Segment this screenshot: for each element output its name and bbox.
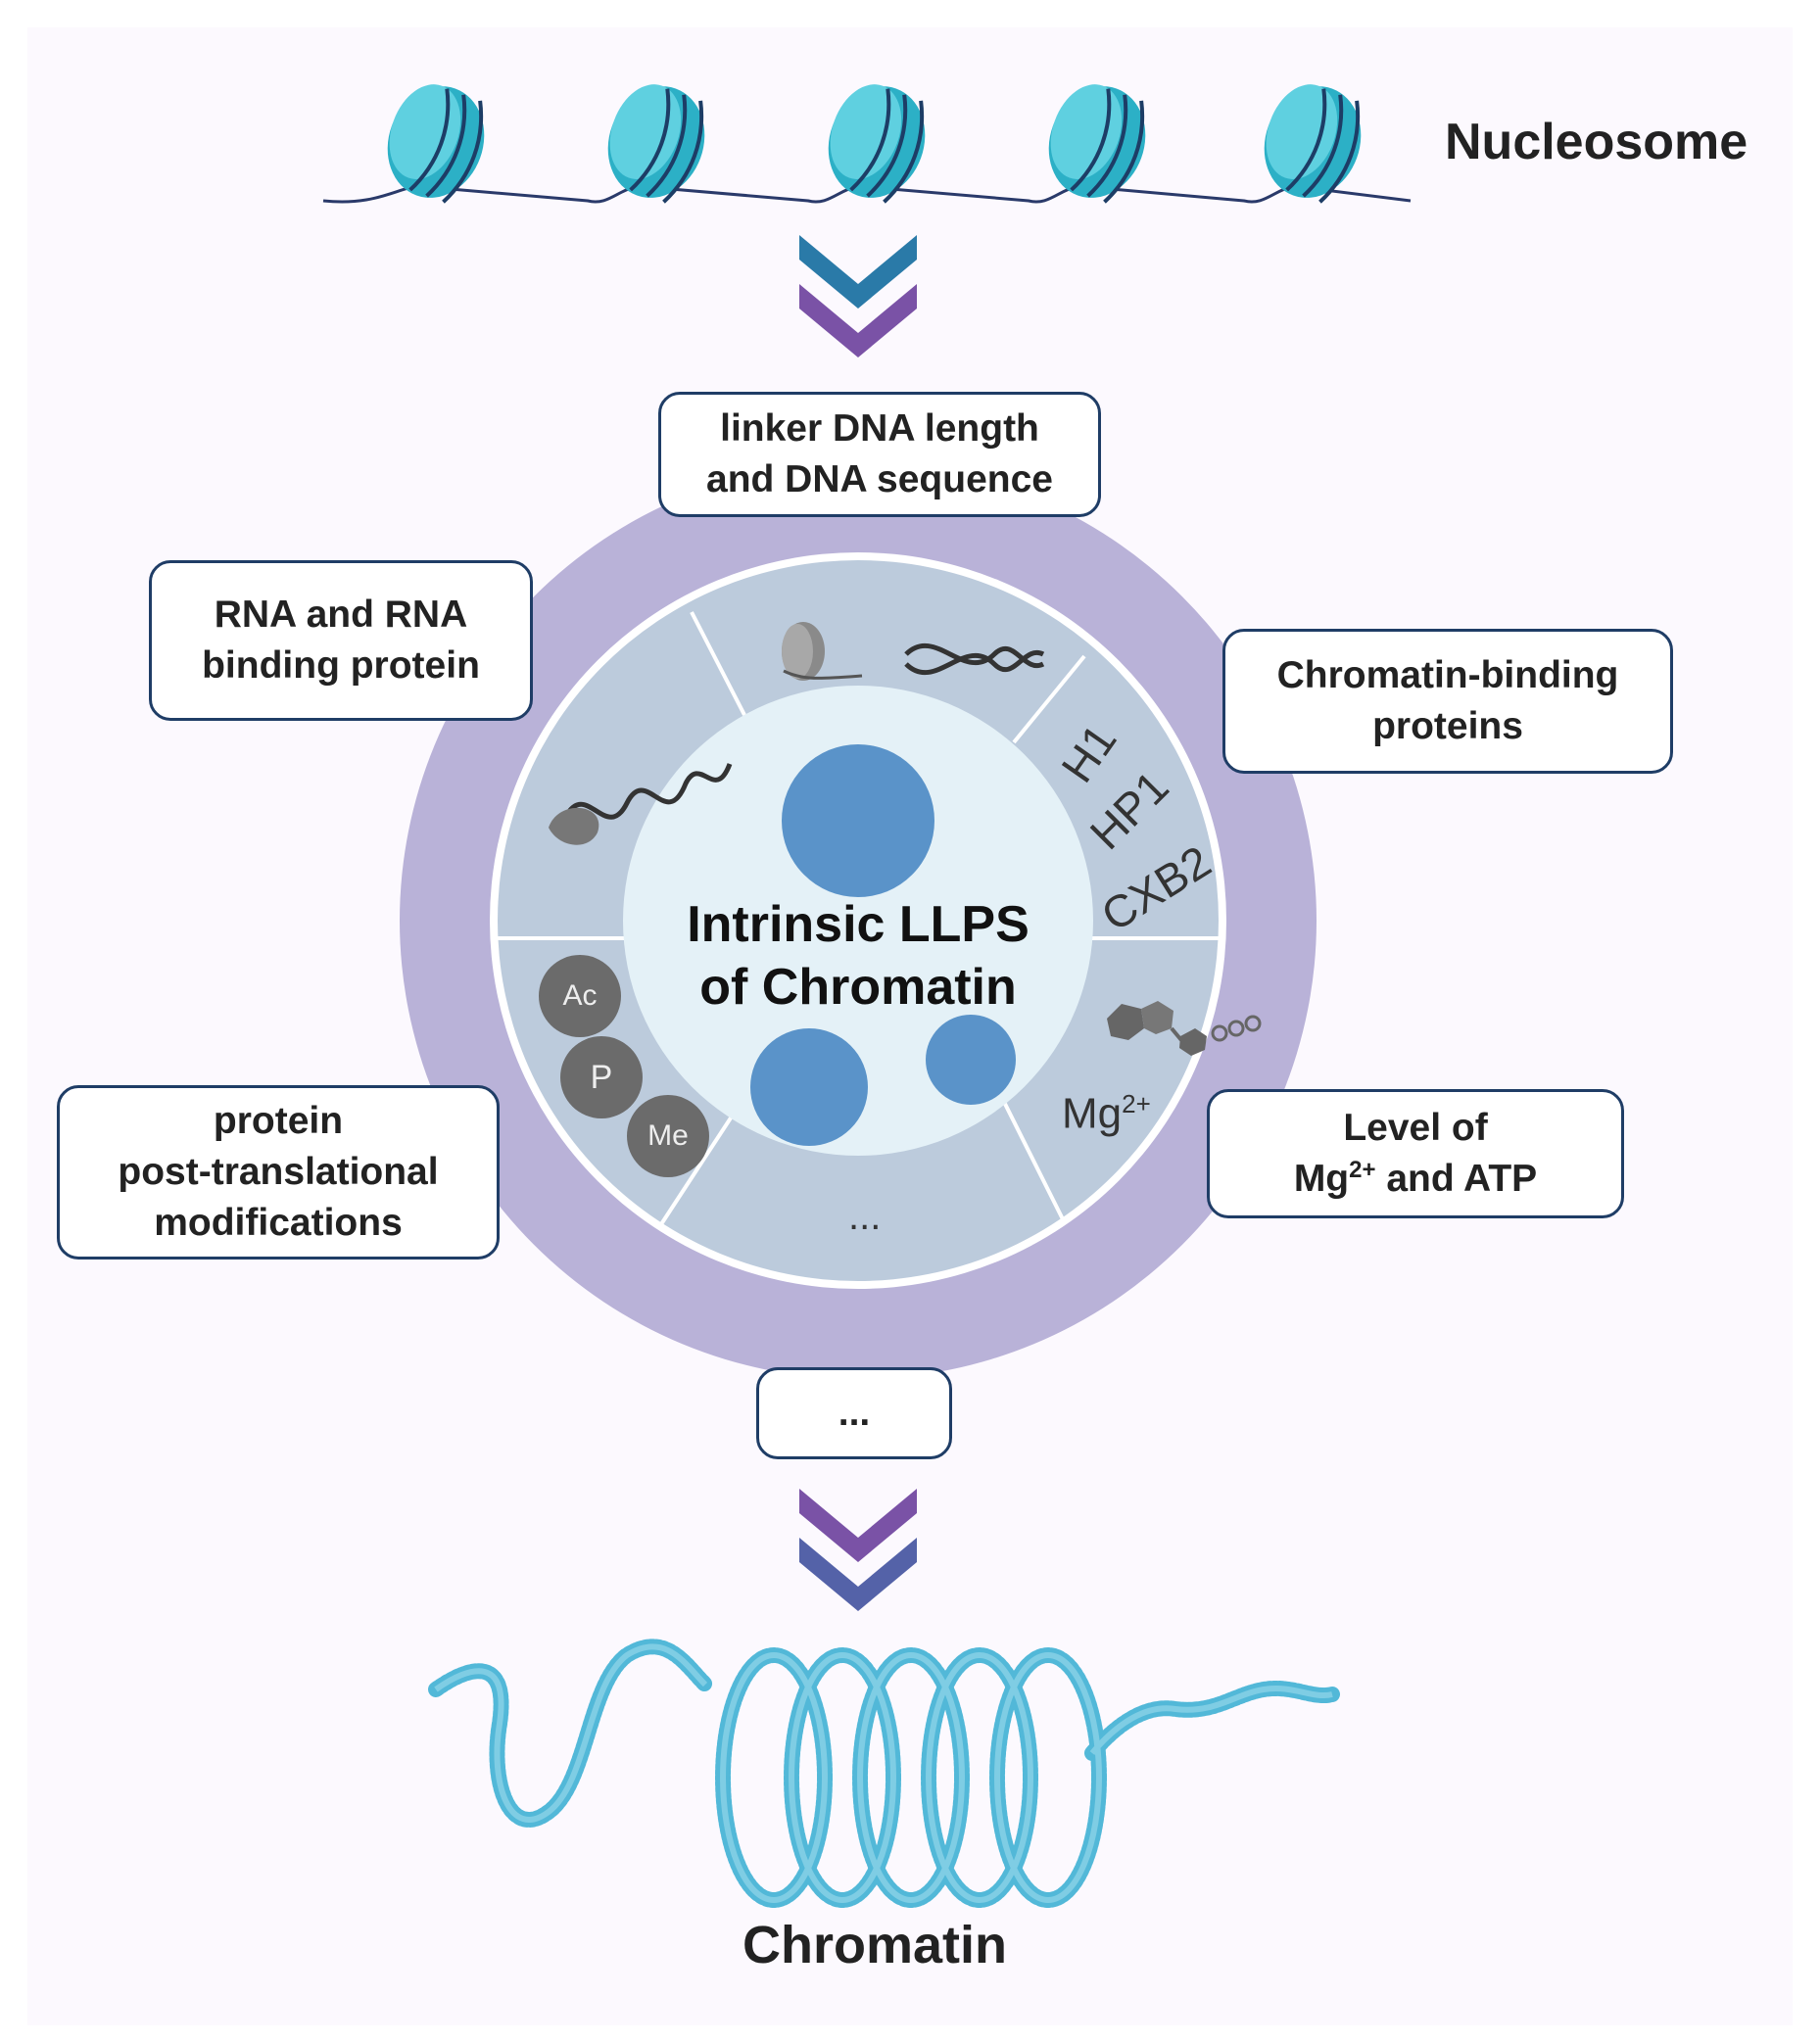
box-rna-line1: RNA and RNA (214, 594, 468, 636)
box-ptm-line3: modifications (154, 1202, 403, 1244)
box-mg-atp: Level of Mg2+ and ATP (1207, 1089, 1624, 1218)
ptm-methyl: Me (627, 1095, 709, 1177)
droplet-large (782, 744, 934, 897)
box-ptm: protein post-translational modifications (57, 1085, 500, 1260)
box-ptm-line1: protein (213, 1100, 344, 1142)
box-mg-line2: Mg2+ and ATP (1293, 1157, 1538, 1200)
rna-protein-icon (549, 763, 733, 845)
down-arrow-bottom (799, 1489, 917, 1611)
center-title: Intrinsic LLPS of Chromatin (662, 893, 1054, 1019)
box-more: ... (756, 1367, 952, 1459)
mg-label: Mg2+ (1062, 1089, 1151, 1138)
box-mg-line1: Level of (1343, 1107, 1488, 1149)
box-linker-dna: linker DNA length and DNA sequence (658, 392, 1101, 517)
chevron-down-icon (799, 1489, 917, 1562)
nucleosome-icon (828, 84, 926, 204)
nucleosome-icon (387, 84, 485, 204)
nucleosome-icon (1264, 84, 1362, 204)
ptm-acetyl: Ac (539, 955, 621, 1037)
chromatin-fiber (428, 1639, 1340, 1908)
segment-more-label: ... (848, 1195, 882, 1238)
atp-molecule-icon (1107, 1001, 1262, 1056)
box-ptm-line2: post-translational (118, 1151, 439, 1193)
nucleosome-icon (1048, 84, 1146, 204)
box-more-text: ... (838, 1392, 871, 1434)
chevron-down-icon (799, 235, 917, 309)
droplet-small-left (750, 1028, 868, 1146)
chromatin-label: Chromatin (742, 1916, 1007, 1974)
box-cbp-line1: Chromatin-binding (1276, 654, 1619, 696)
chromatin-fiber-core (434, 1643, 1333, 1903)
box-cbp-line2: proteins (1372, 705, 1523, 747)
box-linker-line1: linker DNA length (720, 407, 1039, 450)
box-chromatin-binding: Chromatin-binding proteins (1222, 629, 1673, 774)
box-linker-line2: and DNA sequence (706, 458, 1053, 500)
center-title-line2: of Chromatin (699, 959, 1017, 1016)
droplet-small-right (926, 1015, 1016, 1105)
linker-dna-line (322, 184, 1412, 204)
down-arrow-top (799, 235, 917, 357)
nucleosome-label: Nucleosome (1445, 114, 1748, 170)
center-title-line1: Intrinsic LLPS (687, 896, 1030, 953)
box-rna: RNA and RNA binding protein (149, 560, 533, 721)
dna-helix-icon (904, 642, 1045, 676)
segment-dividers (498, 611, 1219, 1226)
chevron-down-icon (799, 284, 917, 357)
chevron-down-icon (799, 1538, 917, 1611)
nucleosome-icon (607, 84, 705, 204)
box-rna-line2: binding protein (202, 644, 480, 687)
nucleosome-icon (782, 622, 863, 681)
ptm-phospho: P (560, 1036, 643, 1118)
